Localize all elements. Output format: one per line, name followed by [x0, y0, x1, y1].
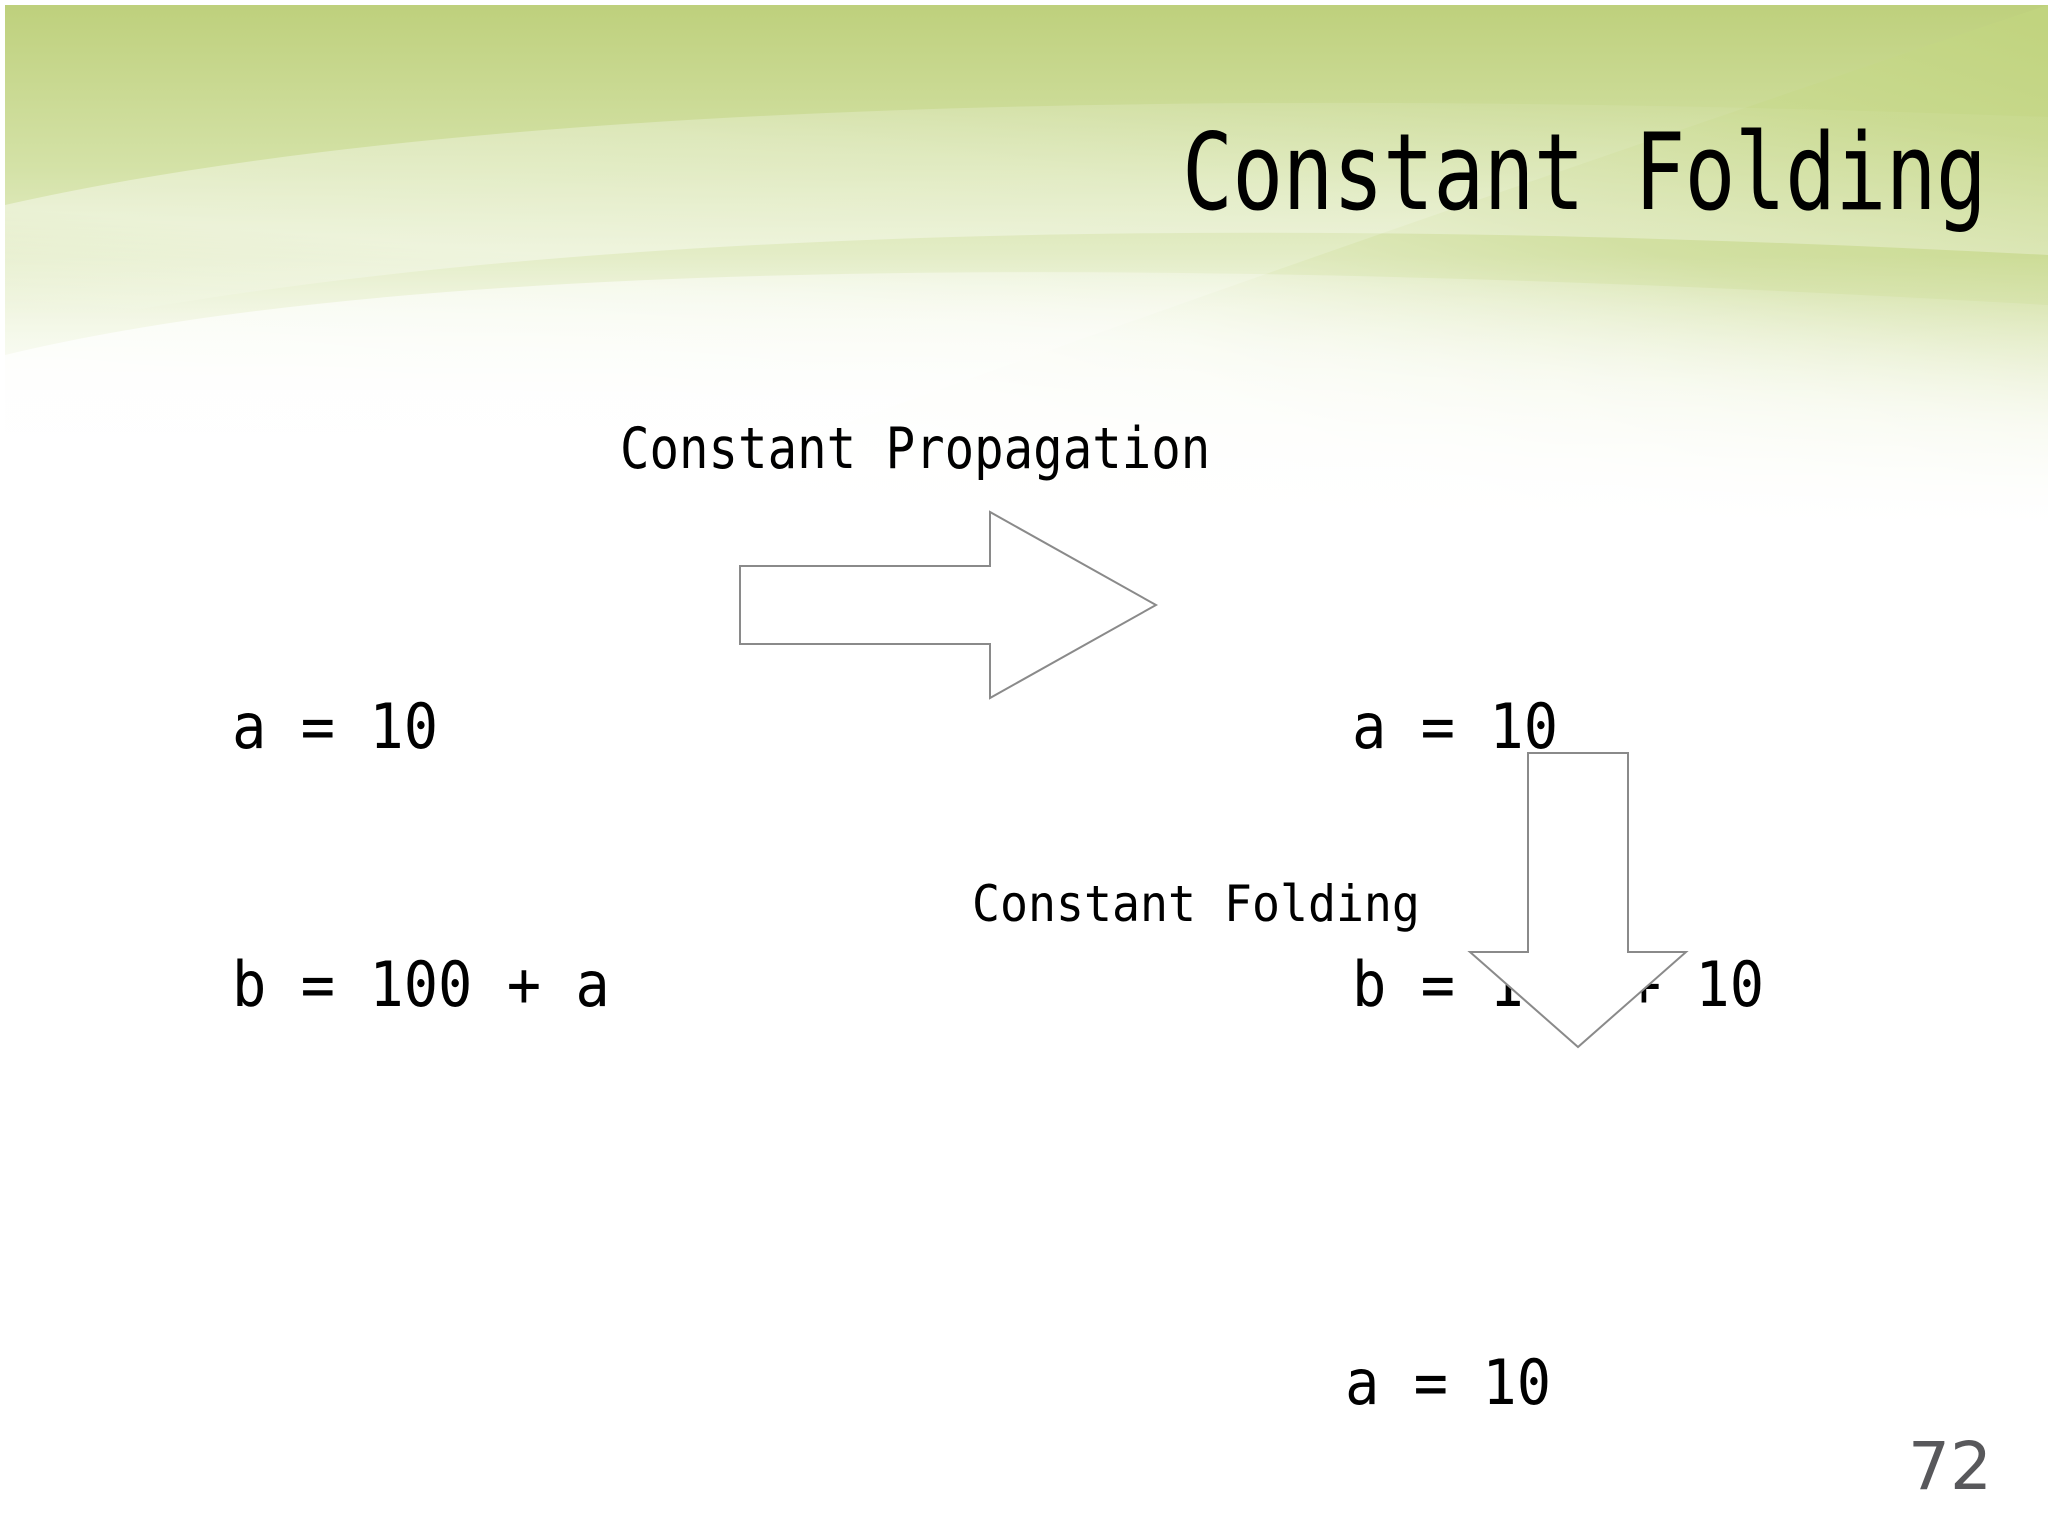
code-block-after-folding: a = 10 b = 110 [1345, 1168, 1585, 1536]
step-label-constant-propagation: Constant Propagation [620, 416, 1211, 482]
page-title: Constant Folding [1181, 111, 1987, 234]
page-number: 72 [1908, 1428, 1992, 1505]
code-line: a = 10 [1352, 690, 1559, 763]
code-line: b = 100 + a [232, 948, 610, 1021]
down-arrow-icon [1466, 750, 1690, 1050]
code-block-before: a = 10 b = 100 + a [232, 512, 610, 1200]
right-arrow-icon [738, 506, 1159, 704]
step-label-constant-folding: Constant Folding [972, 875, 1420, 933]
code-line: a = 10 [1345, 1346, 1552, 1419]
code-line: a = 10 [232, 690, 439, 763]
